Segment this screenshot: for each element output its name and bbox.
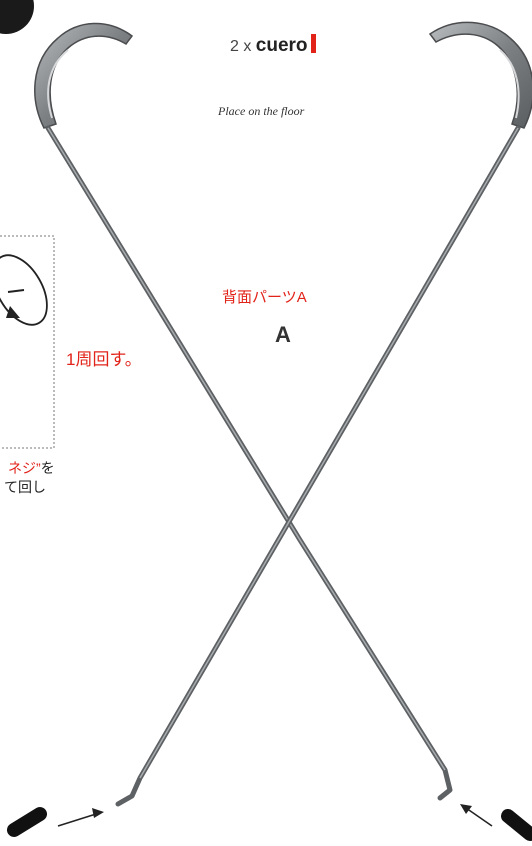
insert-arrow-icon <box>57 808 104 827</box>
rubber-foot-cap-icon <box>7 807 47 837</box>
brand-accent-bar <box>310 34 316 53</box>
left-curved-armrest-bracket <box>34 22 134 129</box>
rotation-instruction: 1周回す。 <box>66 350 142 369</box>
right-curved-armrest-bracket <box>428 21 532 129</box>
instruction-line-1-red: ネジ” <box>8 460 41 476</box>
insert-arrow-icon <box>460 804 493 827</box>
part-japanese-label: 背面パーツA <box>222 289 307 306</box>
part-letter: A <box>275 322 291 347</box>
rotation-arrow-icon <box>0 254 48 326</box>
brand-name: cuero <box>255 35 308 56</box>
quantity-prefix: 2 x <box>230 38 252 55</box>
instruction-line-1: ネジ”を <box>8 458 55 478</box>
rod-right-to-left <box>115 125 521 807</box>
instruction-line-1-black: を <box>40 460 55 476</box>
rubber-foot-cap-icon <box>501 809 532 841</box>
quantity-label: 2 x cuero <box>230 34 316 57</box>
rod-left-to-right <box>45 125 453 801</box>
instruction-line-2: て回し <box>4 479 46 495</box>
detail-callout-box <box>0 235 55 449</box>
placement-note: Place on the floor <box>218 104 305 118</box>
